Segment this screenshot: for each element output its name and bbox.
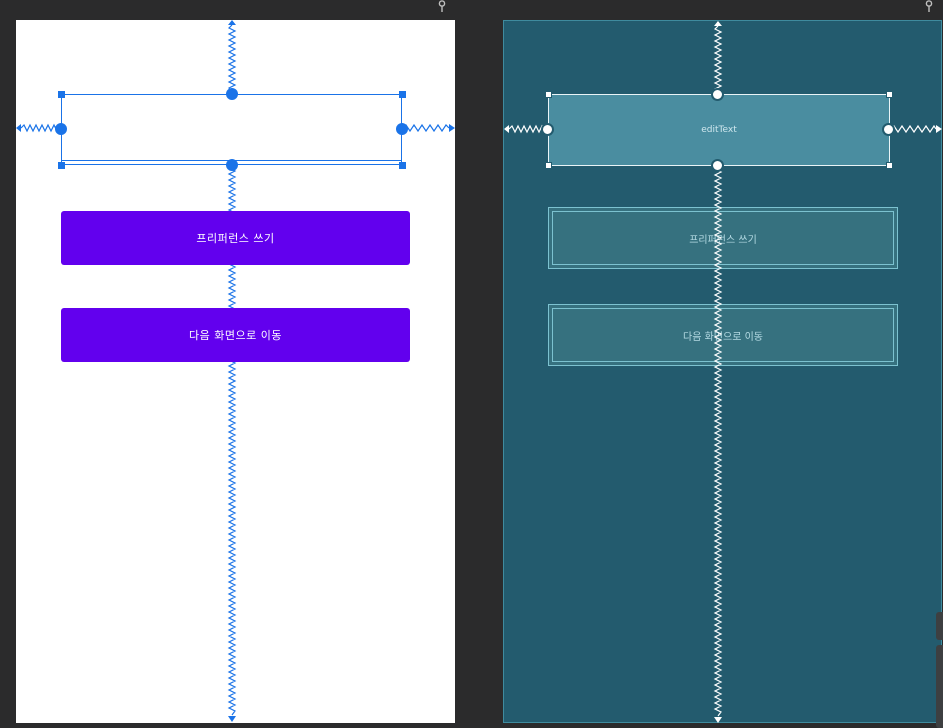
- constraint-anchor-icon[interactable]: [711, 88, 724, 101]
- resize-handle-icon[interactable]: [58, 91, 65, 98]
- resize-handle-icon[interactable]: [886, 91, 893, 98]
- constraint-anchor-icon[interactable]: [226, 88, 238, 100]
- scrollbar-tab[interactable]: [936, 612, 943, 640]
- design-surface[interactable]: 프리퍼런스 쓰기 다음 화면으로 이동: [16, 20, 455, 723]
- resize-handle-icon[interactable]: [545, 162, 552, 169]
- constraint-anchor-icon[interactable]: [882, 123, 895, 136]
- blueprint-next-screen-button[interactable]: 다음 화면으로 이동: [548, 304, 898, 366]
- pin-icon[interactable]: [437, 0, 447, 12]
- resize-handle-icon[interactable]: [399, 162, 406, 169]
- edittext-label: editText: [701, 125, 737, 135]
- edittext-selection[interactable]: [61, 94, 402, 165]
- blueprint-edittext[interactable]: editText: [548, 94, 890, 166]
- next-screen-label: 다음 화면으로 이동: [683, 331, 763, 343]
- resize-handle-icon[interactable]: [545, 91, 552, 98]
- constraint-spring-icon: [890, 124, 942, 134]
- blueprint-write-preference-button[interactable]: 프리퍼런스 쓰기: [548, 207, 898, 269]
- next-screen-label: 다음 화면으로 이동: [189, 329, 282, 342]
- constraint-anchor-icon[interactable]: [55, 123, 67, 135]
- constraint-anchor-icon[interactable]: [541, 123, 554, 136]
- resize-handle-icon[interactable]: [399, 91, 406, 98]
- constraint-anchor-icon[interactable]: [226, 159, 238, 171]
- scrollbar-tab[interactable]: [936, 645, 943, 728]
- resize-handle-icon[interactable]: [886, 162, 893, 169]
- constraint-spring-icon: [16, 123, 61, 133]
- constraint-spring-icon: [227, 20, 237, 94]
- constraint-anchor-icon[interactable]: [711, 159, 724, 172]
- resize-handle-icon[interactable]: [58, 162, 65, 169]
- pin-icon[interactable]: [924, 0, 934, 12]
- constraint-spring-icon: [713, 21, 723, 95]
- constraint-anchor-icon[interactable]: [396, 123, 408, 135]
- constraint-spring-icon: [402, 123, 455, 133]
- write-preference-label: 프리퍼런스 쓰기: [196, 232, 275, 245]
- next-screen-button[interactable]: 다음 화면으로 이동: [61, 308, 410, 362]
- constraint-spring-icon: [713, 166, 723, 723]
- blueprint-surface[interactable]: editText 프리퍼런스 쓰기 다음 화면으로 이동: [503, 20, 942, 723]
- write-preference-label: 프리퍼런스 쓰기: [689, 234, 757, 246]
- write-preference-button[interactable]: 프리퍼런스 쓰기: [61, 211, 410, 265]
